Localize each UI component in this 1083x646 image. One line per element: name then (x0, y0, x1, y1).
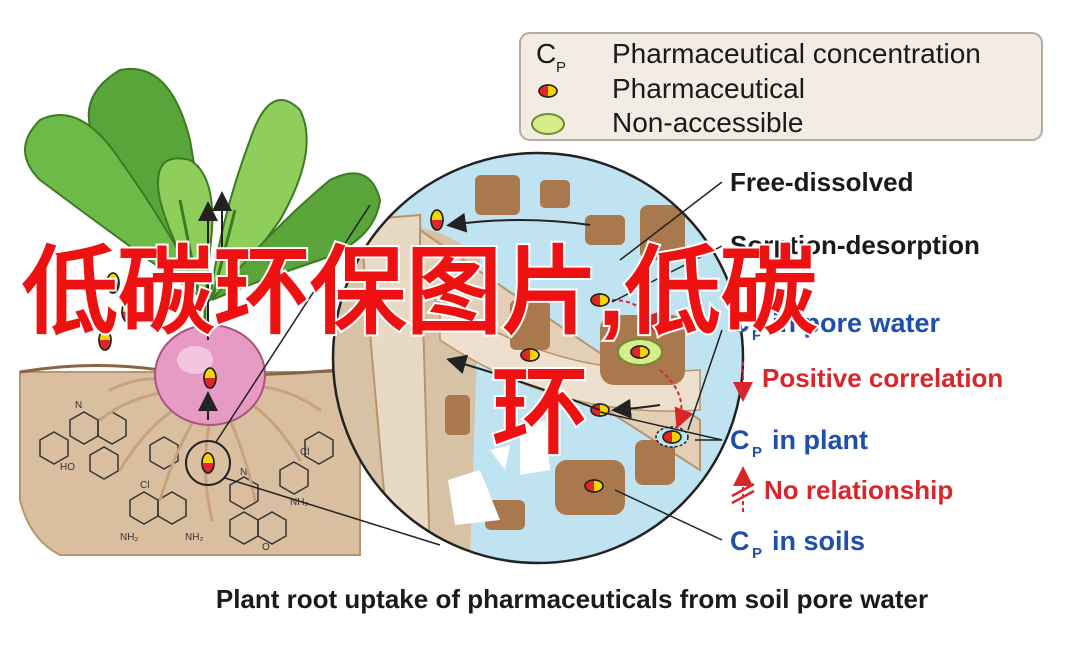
label-positive-correlation: Positive correlation (762, 363, 1003, 393)
watermark-line-1: 低碳环保图片,低碳 (22, 239, 818, 346)
legend-box: C P Pharmaceutical concentration Pharmac… (519, 32, 1043, 141)
svg-text:NH₂: NH₂ (120, 532, 138, 543)
chemical-structures (39, 411, 334, 545)
svg-text:Cl: Cl (140, 480, 149, 491)
plant-leaves (24, 67, 382, 340)
svg-text:HO: HO (60, 462, 75, 473)
root-zoom-circle (185, 440, 231, 486)
figure-caption: Plant root uptake of pharmaceuticals fro… (216, 584, 928, 614)
flow-arrows (446, 212, 694, 429)
watermark-overlay: 低碳环保图片,低碳 环 (20, 237, 820, 468)
label-cp-symbol-plant: C (730, 425, 750, 455)
watermark-line-2: 环 (492, 359, 588, 466)
label-cp-pore-water: in pore water (772, 308, 941, 338)
svg-text:N: N (240, 467, 247, 478)
svg-text:NH₂: NH₂ (185, 532, 203, 543)
leader-lines (599, 181, 723, 541)
svg-text:Cl: Cl (300, 447, 309, 458)
label-cp-sub-plant: P (752, 444, 762, 461)
legend-non-accessible-icon (531, 113, 565, 135)
label-cp-sub-soils: P (752, 545, 762, 562)
legend-item-non-accessible: Non-accessible (612, 107, 803, 138)
legend-cp-symbol: C (536, 38, 556, 69)
label-cp-plant: in plant (772, 425, 868, 455)
legend-item-pharmaceutical: Pharmaceutical (612, 73, 805, 104)
zoom-line-bottom (224, 477, 441, 546)
svg-text:N: N (75, 400, 82, 411)
non-accessible-spot (617, 338, 689, 448)
process-labels: Free-dissolved Sorption-desorption C P i… (730, 167, 1003, 562)
label-cp-symbol-soils: C (730, 526, 750, 556)
label-sorption-desorption: Sorption-desorption (730, 230, 980, 260)
label-cp-sub-pore: P (752, 327, 762, 344)
svg-text:O: O (262, 542, 270, 553)
chemical-labels: N HO Cl NH₂ NH₂ Cl N NH₂ O (60, 400, 309, 553)
label-free-dissolved: Free-dissolved (730, 167, 914, 197)
legend-pharmaceutical-icon (538, 84, 558, 98)
label-cp-symbol-pore: C (730, 308, 750, 338)
uptake-arrows (198, 191, 232, 420)
legend-cp-subscript: P (556, 59, 566, 76)
svg-text:NH₂: NH₂ (290, 497, 308, 508)
legend-item-concentration: Pharmaceutical concentration (612, 38, 981, 69)
label-cp-soils: in soils (772, 526, 865, 556)
zoom-line-top (215, 204, 371, 443)
label-no-relationship: No relationship (764, 475, 953, 505)
